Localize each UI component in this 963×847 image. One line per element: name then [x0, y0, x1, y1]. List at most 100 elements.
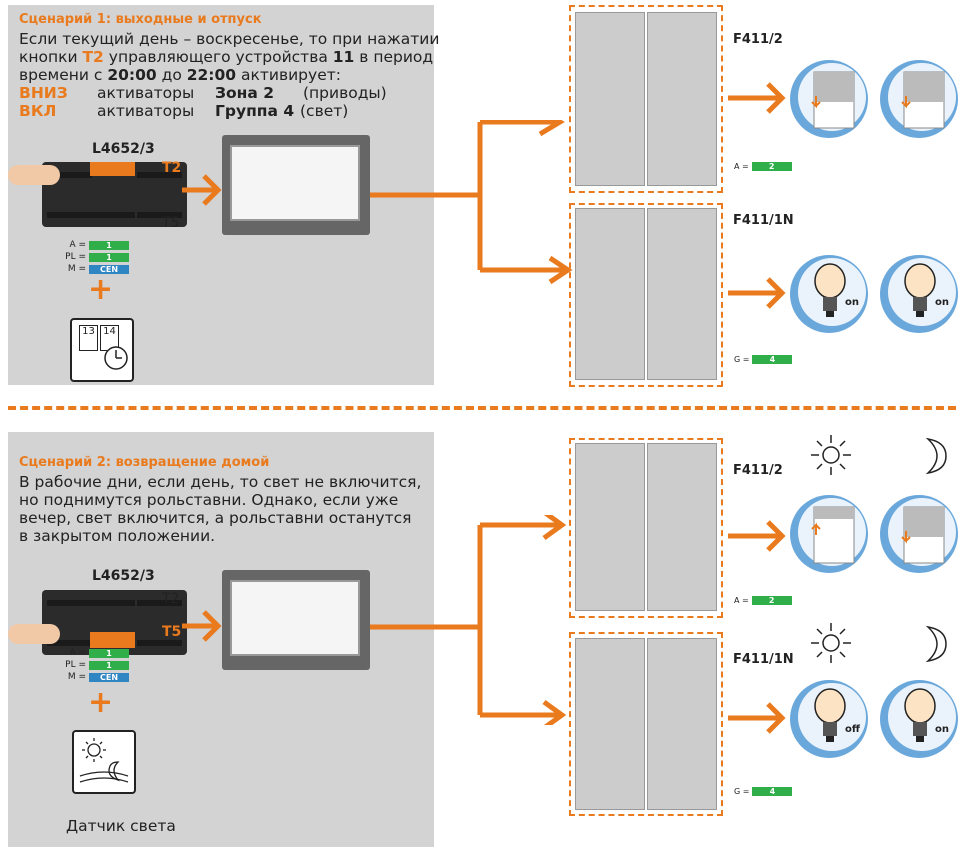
scenario2-module-top-label: F411/2 — [733, 463, 783, 478]
scenario2-actuator-group-bottom — [569, 632, 723, 816]
scenario2-title: Сценарий 2: возвращение домой — [19, 455, 270, 470]
actuator-module — [647, 443, 717, 611]
shutter-down-icon — [790, 60, 868, 138]
controller-screen — [230, 580, 360, 656]
scenario2-line3: вечер, свет включится, а рольставни оста… — [19, 509, 412, 527]
device-button — [47, 600, 92, 606]
arrow-to-lights — [728, 277, 786, 309]
arrow-device-to-controller — [182, 610, 222, 642]
scenario1-module-bottom-address: G =4 — [734, 355, 793, 364]
actuator-module — [575, 208, 645, 380]
bulb-icon — [790, 680, 868, 758]
device-button-t2[interactable] — [90, 162, 135, 176]
arrow-to-lights — [728, 702, 786, 734]
device-button — [137, 212, 182, 218]
scenario2-bulb2-state: on — [935, 724, 949, 735]
arrow-to-shutters — [728, 82, 786, 114]
scenario1-line1: Если текущий день – воскресенье, то при … — [19, 30, 440, 48]
scenario1-tag-a: A =1 — [60, 240, 129, 250]
arrow-to-shutters — [728, 520, 786, 552]
scenario1-module-top-address: A =2 — [734, 162, 792, 171]
scenario2-module-bottom-label: F411/1N — [733, 652, 794, 667]
arrow-device-to-controller — [182, 174, 222, 206]
scenario-separator — [8, 406, 956, 410]
scenario1-line2: кнопки T2 управляющего устройства 11 в п… — [19, 48, 434, 66]
shutter-up-icon — [790, 495, 868, 573]
scenario2-module-top-address: A =2 — [734, 596, 792, 605]
clock-icon — [104, 346, 128, 370]
plus-icon: + — [88, 272, 114, 307]
scenario2-bulb1-state: off — [845, 724, 860, 735]
plus-icon: + — [88, 685, 114, 720]
scenario1-module-bottom-label: F411/1N — [733, 213, 794, 228]
scenario1-row1-zone: Зона 2 — [215, 84, 275, 102]
scenario1-row1-keyword: ВНИЗ — [19, 84, 68, 102]
actuator-module — [647, 208, 717, 380]
scenario1-actuator-group-top — [569, 5, 723, 193]
scenario2-module-bottom-address: G =4 — [734, 787, 793, 796]
moon-icon — [925, 437, 947, 475]
scenario1-row2-actuators: активаторы — [97, 102, 195, 120]
sun-icon — [811, 623, 851, 663]
actuator-module — [575, 638, 645, 810]
scenario1-row2-keyword: ВКЛ — [19, 102, 57, 120]
scenario2-tag-pl: PL =1 — [60, 660, 129, 670]
scenario2-t5-label: T5 — [162, 624, 182, 640]
actuator-module — [575, 12, 645, 186]
shutter-down-icon — [880, 60, 958, 138]
moon-icon — [925, 625, 947, 663]
scenario1-tag-pl: PL =1 — [60, 252, 129, 262]
scenario1-row2-group: Группа 4 — [215, 102, 295, 120]
device-button — [137, 600, 182, 606]
bulb-icon — [790, 255, 868, 333]
scenario2-line4: в закрытом положении. — [19, 527, 216, 545]
device-button — [47, 640, 92, 646]
scenario2-t2-label: T2 — [162, 591, 180, 607]
scenario2-actuator-group-top — [569, 438, 723, 618]
actuator-module — [647, 638, 717, 810]
device-button — [90, 212, 135, 218]
scenario1-actuator-group-bottom — [569, 203, 723, 387]
bulb-icon — [880, 680, 958, 758]
scenario1-bulb2-state: on — [935, 297, 949, 308]
scenario1-t2-label: T2 — [162, 160, 182, 176]
pointing-finger-icon — [8, 165, 60, 185]
controller-screen — [230, 145, 360, 221]
light-sensor-icon — [72, 730, 136, 794]
scenario1-bulb1-state: on — [845, 297, 859, 308]
sun-icon — [811, 435, 851, 475]
scenario1-row1-actuators: активаторы — [97, 84, 195, 102]
actuator-module — [575, 443, 645, 611]
device-button — [90, 600, 135, 606]
scenario1-device-label: L4652/3 — [92, 141, 155, 157]
pointing-finger-icon — [8, 624, 60, 644]
bulb-icon — [880, 255, 958, 333]
device-button — [47, 212, 92, 218]
scenario2-controller — [222, 570, 370, 670]
shutter-down-icon — [880, 495, 958, 573]
scenario2-line1: В рабочие дни, если день, то свет не вкл… — [19, 473, 422, 491]
scenario2-branch-arrows — [370, 515, 567, 725]
scenario2-device-label: L4652/3 — [92, 568, 155, 584]
light-sensor-label: Датчик света — [66, 817, 176, 835]
scenario2-tag-m: M =CEN — [60, 672, 129, 682]
calendar-day-13: 13 — [79, 325, 98, 351]
scenario2-control-device — [42, 590, 187, 655]
actuator-module — [647, 12, 717, 186]
scenario1-row1-note: (приводы) — [303, 84, 387, 102]
scenario1-tag-m: M =CEN — [60, 264, 129, 274]
scenario1-module-top-label: F411/2 — [733, 32, 783, 47]
scenario1-controller — [222, 135, 370, 235]
scenario1-t5-label: T5 — [162, 215, 180, 231]
scenario1-control-device — [42, 162, 187, 227]
scenario1-line3: времени с 20:00 до 22:00 активирует: — [19, 66, 341, 84]
device-button — [137, 172, 182, 178]
scenario2-tag-a: A =1 — [60, 648, 129, 658]
device-button — [47, 172, 92, 178]
scenario1-row2-note: (свет) — [300, 102, 349, 120]
device-button — [137, 640, 182, 646]
scenario2-line2: но поднимутся рольставни. Однако, если у… — [19, 491, 399, 509]
scenario1-branch-arrows — [370, 120, 573, 285]
device-button-t5[interactable] — [90, 632, 135, 648]
scenario1-title: Сценарий 1: выходные и отпуск — [19, 12, 262, 27]
